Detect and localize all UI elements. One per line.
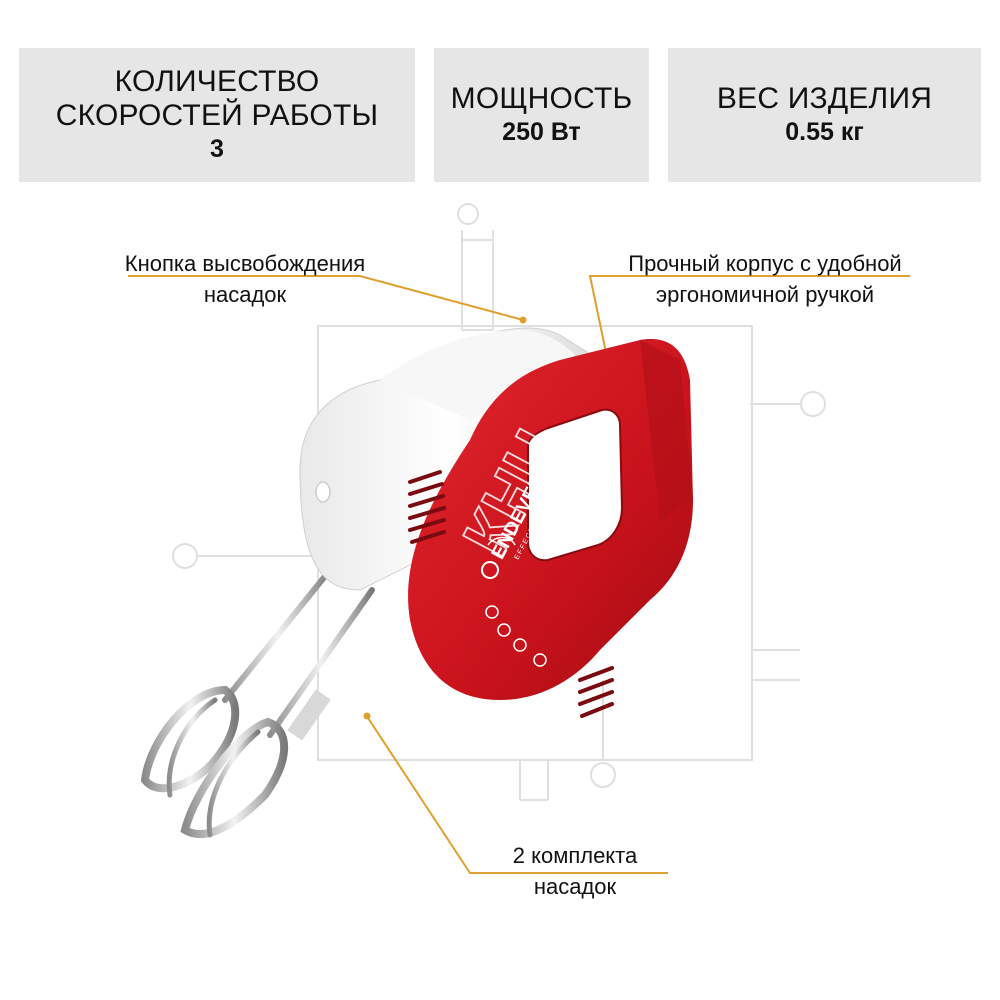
spec-speeds: КОЛИЧЕСТВО СКОРОСТЕЙ РАБОТЫ 3 <box>19 48 415 182</box>
callout-body: Прочный корпус с удобной эргономичной ру… <box>628 251 902 307</box>
speed-button <box>315 481 331 503</box>
leader-line-beaters <box>367 717 668 874</box>
spec-weight: ВЕС ИЗДЕЛИЯ 0.55 кг <box>668 48 981 182</box>
leader-dot-beaters <box>363 712 371 720</box>
spec-power: МОЩНОСТЬ 250 Вт <box>434 48 649 182</box>
food-icons <box>485 536 547 667</box>
callout-beaters: 2 комплекта насадок <box>512 843 638 899</box>
spec-power-value: 250 Вт <box>502 118 581 146</box>
spec-weight-label: ВЕС ИЗДЕЛИЯ <box>716 82 933 115</box>
leader-dot-release-button <box>519 316 527 324</box>
spec-speeds-label: КОЛИЧЕСТВО СКОРОСТЕЙ РАБОТЫ <box>55 65 379 132</box>
mixer-top-white <box>380 330 575 420</box>
beaters <box>140 567 375 839</box>
spec-speeds-value: 3 <box>210 135 224 163</box>
vents <box>408 470 614 718</box>
watermark-graphic <box>172 203 826 801</box>
handle-side-red <box>640 340 693 520</box>
spec-weight-value: 0.55 кг <box>785 118 864 146</box>
handle-opening <box>526 408 624 562</box>
callout-release-button: Кнопка высвобождения насадок <box>124 251 366 307</box>
spec-power-label: МОЩНОСТЬ <box>450 82 633 115</box>
leader-line-release-button <box>128 275 524 321</box>
